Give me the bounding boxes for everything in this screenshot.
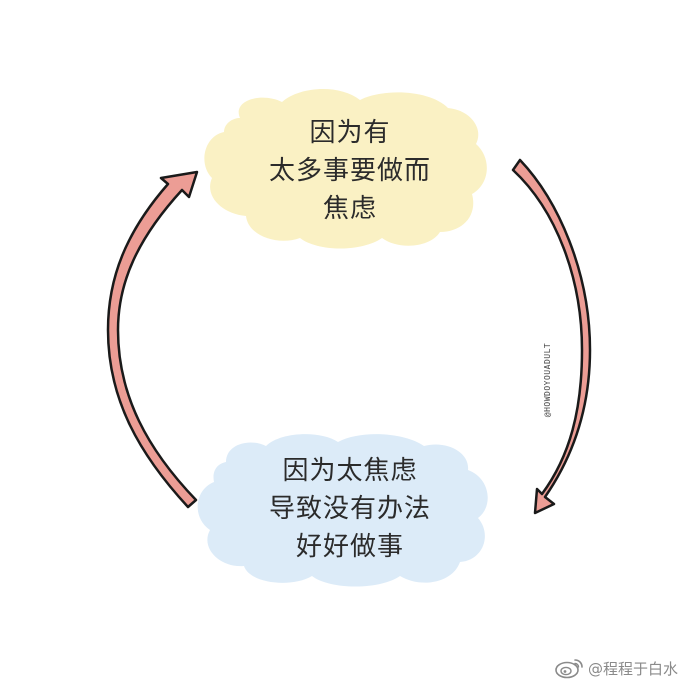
- watermark: @程程于白水: [554, 656, 678, 680]
- top-cloud-line-1: 因为有: [309, 118, 391, 148]
- top-cloud: [204, 88, 487, 249]
- watermark-text: @程程于白水: [587, 659, 678, 678]
- weibo-logo-icon: [555, 659, 583, 679]
- bottom-cloud-line-1: 因为太焦虑: [282, 456, 418, 486]
- top-cloud-text: 因为有 太多事要做而 焦虑: [225, 114, 475, 228]
- bottom-cloud-line-2: 导致没有办法: [268, 494, 431, 524]
- left-arrow: [106, 170, 199, 509]
- bottom-cloud-text: 因为太焦虑 导致没有办法 好好做事: [210, 452, 490, 566]
- artist-signature: @HOWDOYOUADULT: [543, 342, 552, 418]
- right-arrow: [511, 158, 592, 515]
- bottom-cloud: [197, 434, 488, 587]
- top-cloud-line-2: 太多事要做而: [268, 156, 431, 186]
- top-cloud-line-3: 焦虑: [322, 194, 377, 224]
- bottom-cloud-line-3: 好好做事: [295, 532, 404, 562]
